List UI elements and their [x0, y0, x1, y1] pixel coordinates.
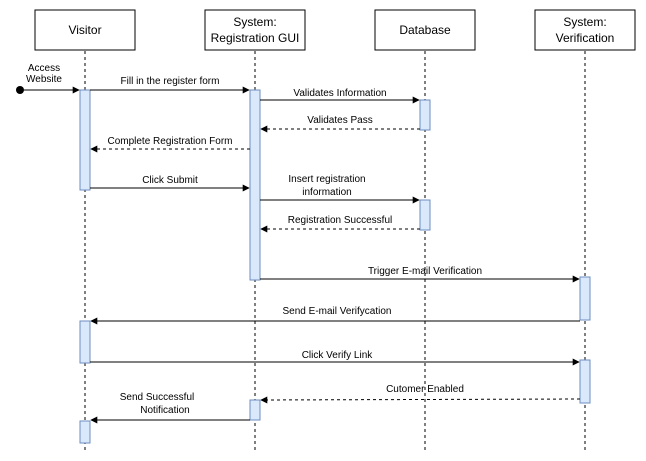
access-website-label-line2: Website [26, 74, 62, 85]
validates-info-label: Validates Information [293, 88, 386, 99]
activation-verification-1 [579, 276, 591, 321]
participant-visitor-label: Visitor [68, 23, 101, 37]
access-website-label-line1: Access [28, 63, 60, 74]
send-email-label: Send E-mail Verifycation [283, 306, 392, 317]
start-node [16, 86, 24, 94]
click-submit-label: Click Submit [142, 175, 198, 186]
activation-gui-2 [249, 399, 261, 421]
activation-gui-1 [249, 89, 261, 281]
insert-info-label-line1: Insert registration [288, 174, 365, 185]
participant-registration-gui[interactable]: System: Registration GUI [204, 9, 306, 51]
customer-enabled-arrow [260, 396, 581, 404]
activation-visitor-3 [79, 420, 91, 444]
participant-database[interactable]: Database [374, 9, 476, 51]
fill-form-label: Fill in the register form [121, 76, 220, 87]
activation-database-1 [419, 99, 431, 131]
participant-gui-label-line1: System: [233, 15, 276, 29]
participant-gui-label-line2: Registration GUI [211, 31, 300, 45]
participant-database-label: Database [399, 23, 451, 37]
participant-visitor[interactable]: Visitor [34, 9, 136, 51]
participant-verification[interactable]: System: Verification [534, 9, 636, 51]
click-verify-label: Click Verify Link [302, 350, 374, 361]
participant-verification-label-line2: Verification [556, 31, 615, 45]
insert-info-label-line2: information [302, 187, 351, 198]
trigger-email-label: Trigger E-mail Verification [368, 266, 482, 277]
activation-visitor-2 [79, 320, 91, 364]
customer-enabled-label: Cutomer Enabled [386, 384, 464, 395]
activation-database-2 [419, 199, 431, 231]
activation-verification-2 [579, 359, 591, 404]
complete-form-label: Complete Registration Form [107, 136, 232, 147]
participant-verification-label-line1: System: [563, 15, 606, 29]
send-success-label-line1: Send Successful [120, 392, 195, 403]
reg-success-label: Registration Successful [288, 215, 393, 226]
validates-pass-label: Validates Pass [307, 115, 372, 126]
activation-visitor-1 [79, 89, 91, 191]
send-success-label-line2: Notification [140, 405, 189, 416]
